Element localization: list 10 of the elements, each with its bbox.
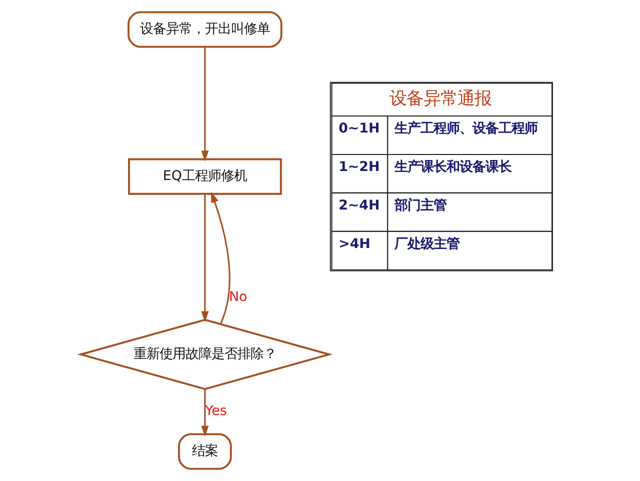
label: 部门主管 [394, 198, 446, 214]
label: 生产课长和设备课长 [394, 160, 511, 175]
label: 生产工程师、设备工程师 [394, 122, 537, 137]
label: 1~2H [338, 160, 380, 175]
edge-label: No [228, 290, 247, 305]
label: 设备异常通报 [389, 88, 492, 109]
label: 2~4H [338, 198, 380, 214]
label: 厂处级主管 [394, 236, 459, 252]
label: >4H [338, 236, 370, 252]
label: 0~1H [338, 122, 380, 137]
